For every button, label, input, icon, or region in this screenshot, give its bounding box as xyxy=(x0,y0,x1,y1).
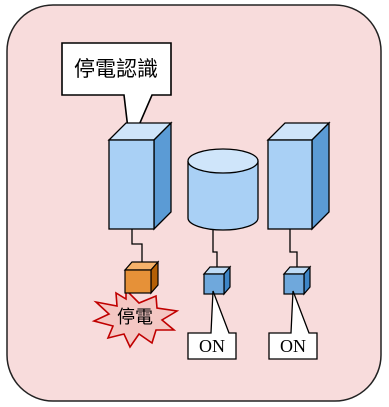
cables xyxy=(131,229,298,267)
outage-label: 停電 xyxy=(117,307,153,328)
burst-shape xyxy=(91,288,180,349)
cable-left xyxy=(131,229,143,262)
server-right-front xyxy=(267,139,313,230)
server-left-side xyxy=(153,121,172,231)
server-cylinder xyxy=(187,148,259,231)
server-right-side xyxy=(311,121,330,231)
server-left xyxy=(107,121,173,231)
plug-outage xyxy=(123,260,160,295)
plug-right xyxy=(282,265,312,296)
on-callout-right: ON xyxy=(268,290,318,360)
server-right xyxy=(266,121,331,231)
cable-right xyxy=(289,229,298,267)
cylinder-top xyxy=(187,148,259,174)
on-callout-middle: ON xyxy=(187,290,237,360)
callout-bubble: 停電認識 xyxy=(61,42,172,150)
callout-text: 停電認識 xyxy=(74,57,158,81)
outage-burst: 停電 xyxy=(91,288,180,349)
plug-middle xyxy=(202,265,232,296)
switch-label-middle: ON xyxy=(199,336,225,356)
server-left-front xyxy=(108,139,155,230)
cylinder-body xyxy=(187,161,259,231)
cable-middle xyxy=(212,229,218,267)
switch-label-right: ON xyxy=(280,336,306,356)
